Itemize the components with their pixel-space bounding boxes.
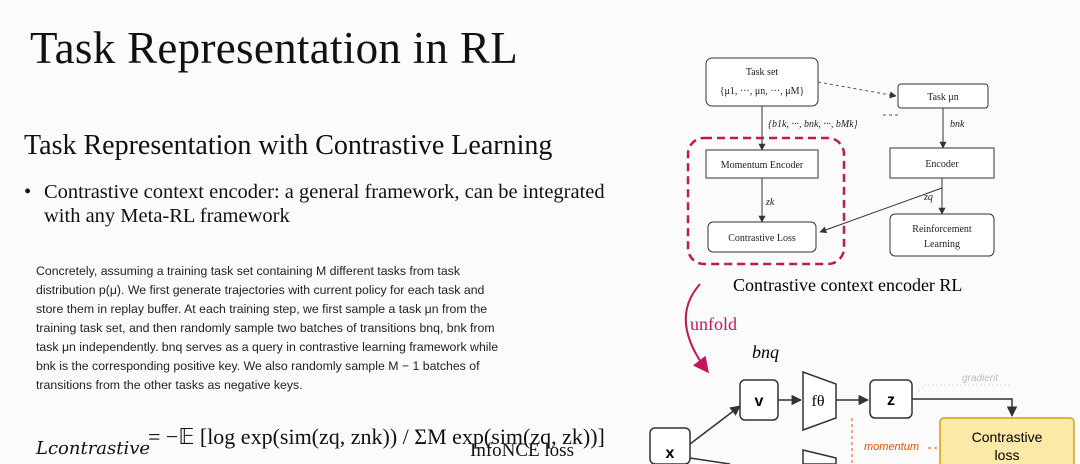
diagram-caption: Contrastive context encoder RL xyxy=(733,275,962,295)
rl-label-line2: Learning xyxy=(924,239,960,250)
x-label: x xyxy=(666,445,675,462)
loss-formula: = −𝔼 [log exp(sim(zq, znk)) / ΣM exp(sim… xyxy=(148,424,605,449)
bullet-dot-icon: • xyxy=(24,181,32,203)
unfold-label: unfold xyxy=(690,314,737,334)
encoder-f-shape xyxy=(802,370,837,432)
momentum-encoder-label: Momentum Encoder xyxy=(721,160,804,171)
gradient-label: gradient xyxy=(962,373,999,384)
encoder-box xyxy=(889,147,995,179)
z-to-loss-arrow xyxy=(912,398,1018,418)
positive-key-label: bnk xyxy=(950,119,965,130)
infonce-label: InfoNCE loss xyxy=(470,440,574,461)
contrastive-loss-yellow-line2: loss xyxy=(995,447,1020,463)
negative-keys-label: {b1k, ···, bnk, ···, bMk} xyxy=(768,119,858,130)
contrastive-loss-yellow-box xyxy=(939,417,1075,464)
sample-task-arrow xyxy=(817,81,897,99)
x-to-v-arrow xyxy=(689,405,741,445)
x-to-k-arrow xyxy=(689,457,731,464)
contrastive-loss-yellow-line1: Contrastive xyxy=(972,429,1043,445)
rl-box xyxy=(889,213,995,257)
task-set-box xyxy=(705,57,819,107)
task-mu-label: Task μn xyxy=(927,92,959,103)
task-set-members: {μ1, ···, μn, ···, μM} xyxy=(720,86,805,97)
slide-title: Task Representation in RL xyxy=(30,23,518,73)
loss-label: Lcontrastive xyxy=(36,438,151,459)
momentum-encoder-box xyxy=(705,149,819,179)
momentum-encoder-shape xyxy=(802,449,837,464)
momentum-region xyxy=(686,136,846,266)
task-set-label: Task set xyxy=(746,67,779,78)
encoder-label: Encoder xyxy=(925,159,959,170)
v-label: v xyxy=(755,393,764,410)
unfold-arrow xyxy=(684,283,709,374)
contrastive-loss-label: Contrastive Loss xyxy=(728,233,796,244)
contrastive-loss-box xyxy=(707,221,817,253)
method-paragraph: Concretely, assuming a training task set… xyxy=(36,264,499,392)
x-box xyxy=(649,427,691,464)
zq-label: zq xyxy=(923,192,933,203)
gradient-line xyxy=(917,384,1010,393)
slide-subtitle: Task Representation with Contrastive Lea… xyxy=(24,130,553,161)
z-label: z xyxy=(887,392,895,409)
query-batch-label: bnq xyxy=(752,342,779,362)
zq-to-loss-arrow xyxy=(819,187,943,234)
encoder-f-label: fθ xyxy=(812,393,825,410)
bullet-text: Contrastive context encoder: a general f… xyxy=(44,181,605,227)
rl-label-line1: Reinforcement xyxy=(912,224,972,235)
zk-label: zk xyxy=(765,197,775,208)
momentum-label: momentum xyxy=(864,441,919,453)
